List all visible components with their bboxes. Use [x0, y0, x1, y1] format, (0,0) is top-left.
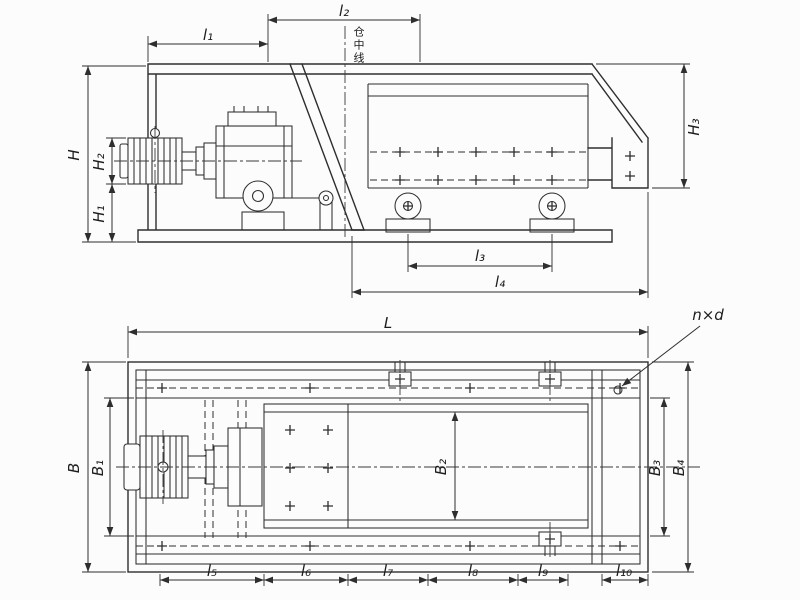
- dim-label-l3: l₃: [475, 247, 485, 265]
- dim-label-l5: l₅: [207, 562, 217, 580]
- motor-assembly: [119, 127, 217, 185]
- gearbox: [215, 106, 334, 231]
- plan-centerlines: [116, 360, 700, 560]
- top-view-dimensions: l₁ l₂ l₃ l₄ H H₂ H₁ H₃: [65, 2, 703, 298]
- trough: [367, 83, 635, 189]
- dim-label-H2: H₂: [90, 153, 108, 170]
- dim-label-H1: H₁: [90, 205, 108, 222]
- plan-dimensions: L n×d B B₁ B₂ B₃ B₄ l₅ l₆ l₇ l₈ l₉ l₁₀: [65, 306, 724, 586]
- motor-axis-centerline: [114, 126, 302, 193]
- dim-label-l2: l₂: [339, 2, 349, 20]
- plan-trough-plate: [263, 403, 589, 529]
- dim-label-B: B: [65, 463, 83, 473]
- dim-label-B2: B₂: [432, 459, 450, 475]
- plan-view: L n×d B B₁ B₂ B₃ B₄ l₅ l₆ l₇ l₈ l₉ l₁₀: [65, 306, 724, 586]
- link-bearing: [318, 190, 334, 206]
- dim-label-l9: l₉: [538, 562, 548, 580]
- support-bearings: [385, 192, 575, 233]
- dim-label-B4: B₄: [670, 460, 688, 476]
- eccentric-wheel: [242, 180, 274, 212]
- nxd-leader: [621, 325, 701, 387]
- dim-label-B1: B₁: [89, 460, 107, 476]
- dim-label-l8: l₈: [468, 562, 478, 580]
- dim-label-L: L: [384, 314, 392, 332]
- mount-blocks: [388, 362, 562, 556]
- dim-label-nxd: n×d: [692, 306, 724, 324]
- diagonal-brace: [289, 63, 365, 231]
- dim-label-l4: l₄: [495, 273, 505, 291]
- dim-label-l6: l₆: [301, 562, 311, 580]
- dim-label-B3: B₃: [646, 460, 664, 476]
- nxd-hole: [613, 385, 623, 395]
- rail-bolt-marks: [157, 383, 625, 551]
- dim-label-l10: l₁₀: [616, 562, 632, 580]
- top-view-centerlines: [114, 26, 346, 238]
- top-view: l₁ l₂ l₃ l₄ H H₂ H₁ H₃: [65, 2, 703, 298]
- dim-label-H: H: [65, 149, 83, 160]
- dim-label-l7: l₇: [383, 562, 393, 580]
- dim-label-l1: l₁: [203, 26, 213, 44]
- plate-bolt-marks: [285, 425, 333, 511]
- dim-label-H3: H₃: [685, 118, 703, 135]
- trough-bolt-marks: [395, 147, 635, 185]
- bin-centerline-note: 仓中线: [352, 26, 365, 65]
